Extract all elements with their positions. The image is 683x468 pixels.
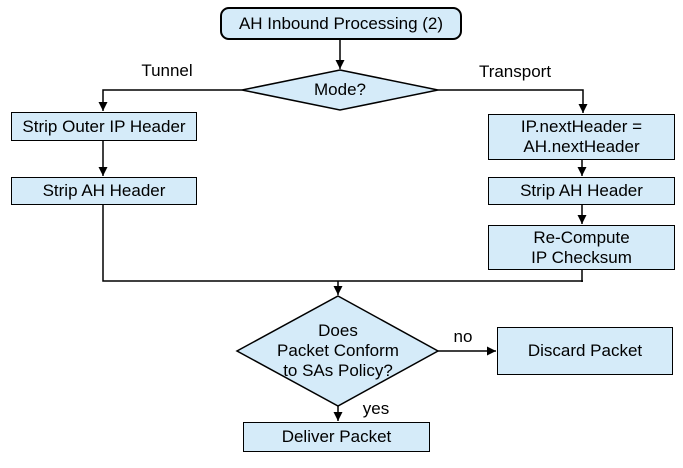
- edge-mode-tunnel-to-strip-outer-ip: [98, 89, 242, 111]
- edge-label-tunnel: Tunnel: [141, 61, 193, 80]
- node-start: AH Inbound Processing (2): [220, 7, 462, 40]
- edge-mode-transport-to-ip-nextheader: [438, 89, 588, 113]
- node-strip-outer-ip-header: Strip Outer IP Header: [11, 112, 197, 141]
- edge-label-no: no: [453, 327, 473, 346]
- node-strip-ah-header-transport: Strip AH Header: [488, 177, 675, 205]
- edge-tunnel-merge-line: [102, 205, 583, 282]
- policy-decision-shape: [235, 295, 440, 407]
- node-policy-check-label: Does Packet Conform to SAs Policy?: [277, 321, 399, 380]
- node-ip-nextheader-assign: IP.nextHeader = AH.nextHeader: [488, 114, 675, 160]
- mode-decision-shape: [241, 69, 439, 111]
- node-mode-decision-label: Mode?: [314, 80, 366, 99]
- edge-label-yes: yes: [362, 399, 390, 418]
- node-discard-packet: Discard Packet: [497, 327, 673, 375]
- node-strip-ah-header-tunnel: Strip AH Header: [11, 177, 197, 205]
- edge-label-transport: Transport: [478, 62, 552, 81]
- node-deliver-packet: Deliver Packet: [243, 422, 430, 452]
- node-recompute-ip-checksum: Re-Compute IP Checksum: [488, 225, 675, 270]
